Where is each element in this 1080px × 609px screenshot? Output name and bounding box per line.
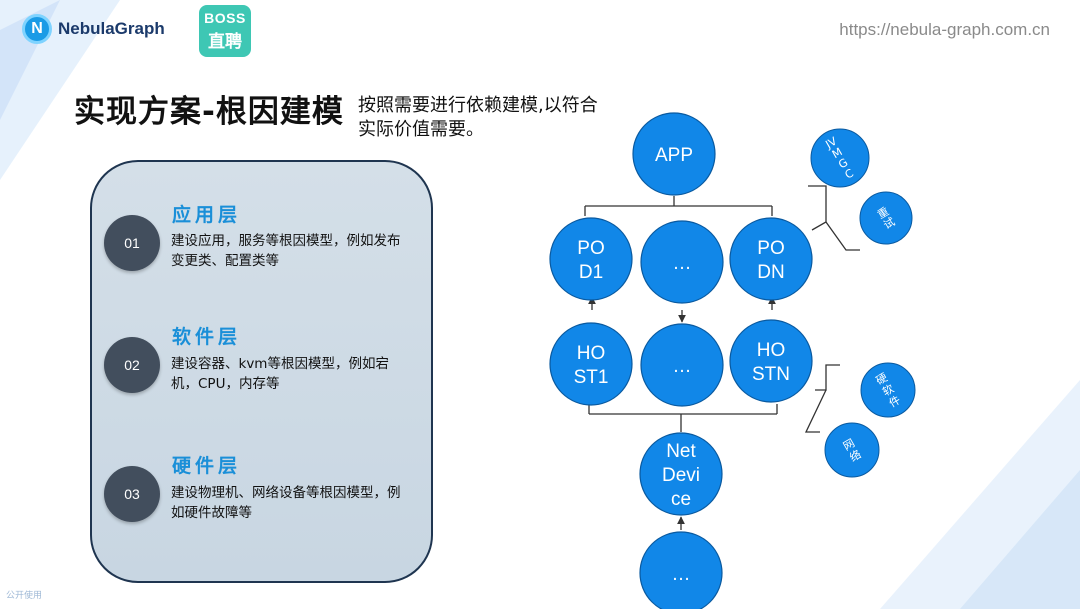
layer-description: 建设物理机、网络设备等根因模型，例如硬件故障等: [171, 485, 401, 521]
layer-description: 建设应用，服务等根因模型，例如发布变更类、配置类等: [171, 233, 401, 269]
node-bottom[interactable]: …: [639, 531, 723, 609]
layer-software: 02 软件层 建设容器、kvm等根因模型，例如宕机，CPU，内存等: [104, 322, 434, 402]
node-label: ce: [671, 489, 691, 510]
node-circle: [640, 323, 724, 407]
boss-logo-line2: 直聘: [208, 32, 242, 51]
node-circle: [639, 531, 723, 609]
node-label: …: [673, 253, 692, 274]
layer-number-badge: 03: [104, 466, 160, 522]
node-label: HO: [577, 343, 606, 364]
node-label: PO: [577, 238, 604, 259]
leaf-circle: [810, 128, 870, 188]
leaf-circle: [859, 191, 913, 245]
diagram-connectors: [584, 185, 860, 530]
nebulagraph-logo[interactable]: N NebulaGraph: [22, 14, 165, 44]
slide-title: 实现方案-根因建模: [74, 94, 344, 130]
nebulagraph-wordmark: NebulaGraph: [58, 19, 165, 38]
layer-description: 建设容器、kvm等根因模型，例如宕机，CPU，内存等: [171, 356, 389, 392]
header: N NebulaGraph BOSS 直聘 https://nebula-gra…: [0, 0, 1080, 60]
footer-tag: 公开使用: [6, 591, 43, 601]
layer-hardware: 03 硬件层 建设物理机、网络设备等根因模型，例如硬件故障等: [104, 451, 434, 531]
leaf-retry[interactable]: 重试: [859, 191, 913, 245]
node-hostn[interactable]: HO STN: [729, 319, 813, 403]
node-label: DN: [757, 262, 784, 283]
site-url[interactable]: https://nebula-graph.com.cn: [839, 20, 1050, 39]
leaf-network[interactable]: 网络: [824, 422, 880, 478]
node-label: Devi: [662, 465, 700, 486]
nebulagraph-logo-icon: N: [22, 14, 52, 44]
layer-name: 软件层: [172, 326, 242, 348]
node-label: ST1: [574, 367, 609, 388]
node-host1[interactable]: HO ST1: [549, 322, 633, 406]
node-pod1[interactable]: PO D1: [549, 217, 633, 301]
node-label: STN: [752, 364, 790, 385]
node-label: D1: [579, 262, 603, 283]
layer-number-badge: 02: [104, 337, 160, 393]
leaf-circle: [824, 422, 880, 478]
slide-subtitle: 按照需要进行依赖建模,以符合实际价值需要。: [358, 95, 598, 140]
node-pod-mid[interactable]: …: [640, 220, 724, 304]
boss-zhipin-logo[interactable]: BOSS 直聘: [199, 5, 251, 57]
node-label: APP: [655, 145, 693, 166]
node-host-mid[interactable]: …: [640, 323, 724, 407]
node-label: …: [672, 564, 691, 585]
node-podn[interactable]: PO DN: [729, 217, 813, 301]
node-circle: [640, 220, 724, 304]
node-circle: [729, 319, 813, 403]
node-label: …: [673, 356, 692, 377]
node-circle: [549, 217, 633, 301]
boss-logo-line1: BOSS: [204, 10, 246, 26]
node-label: Net: [666, 441, 696, 462]
node-app[interactable]: APP: [632, 112, 716, 196]
node-label: PO: [757, 238, 784, 259]
node-circle: [729, 217, 813, 301]
layer-number-badge: 01: [104, 215, 160, 271]
node-circle: [549, 322, 633, 406]
leaf-hwsw[interactable]: 硬软件: [860, 362, 916, 418]
node-label: HO: [757, 340, 786, 361]
node-circle: [639, 432, 723, 516]
layer-name: 应用层: [172, 204, 242, 226]
layer-name: 硬件层: [172, 455, 242, 477]
leaf-circle: [860, 362, 916, 418]
node-circle: [632, 112, 716, 196]
layer-application: 01 应用层 建设应用，服务等根因模型，例如发布变更类、配置类等: [104, 200, 434, 280]
